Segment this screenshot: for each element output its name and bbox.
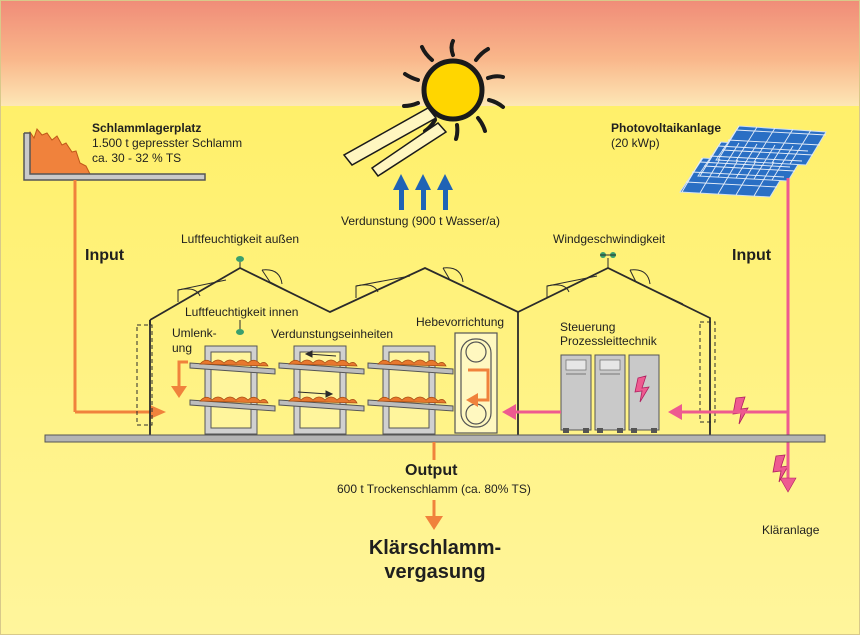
deflection-label-1: Umlenk- (172, 326, 217, 340)
output-title: Output (405, 462, 458, 479)
pv-panels-icon (679, 125, 827, 198)
pv-power: (20 kWp) (611, 136, 660, 150)
output-detail: 600 t Trockenschlamm (ca. 80% TS) (337, 482, 531, 496)
floor-slab (44, 434, 826, 443)
sun-icon (342, 39, 505, 178)
lifting-device-label: Hebevorrichtung (416, 315, 505, 329)
deflection-arrow (171, 360, 188, 398)
roof-vent-arcs (177, 267, 684, 305)
storage-dry-solids: ca. 30 - 32 % TS (92, 151, 182, 165)
control-label-1: Steuerung (560, 320, 616, 334)
deflection-label-2: ung (172, 341, 193, 355)
evaporation-arrows (393, 174, 453, 210)
humidity-outside-label: Luftfeuchtigkeit außen (181, 232, 300, 246)
side-openings (136, 321, 716, 426)
input-flow-left (73, 180, 166, 419)
storage-title: Schlammlagerplatz (92, 121, 202, 135)
control-label-2: Prozessleittechnik (560, 334, 657, 348)
sludge-storage-icon (23, 127, 206, 181)
lifting-device (454, 332, 498, 434)
input-left-label: Input (85, 247, 125, 264)
sewage-plant-label: Kläranlage (762, 523, 820, 537)
drying-racks (189, 345, 454, 435)
control-cabinets (560, 354, 660, 433)
power-flow (502, 178, 797, 493)
destination-line-1: Klärschlamm- (368, 537, 502, 559)
humidity-inside-label: Luftfeuchtigkeit innen (185, 305, 299, 319)
destination-line-2: vergasung (384, 561, 486, 583)
evaporation-units-label: Verdunstungseinheiten (271, 327, 394, 341)
input-right-label: Input (732, 247, 772, 264)
wind-speed-label: Windgeschwindigkeit (553, 232, 666, 246)
output-flow (425, 442, 443, 530)
sensor-icons (236, 252, 616, 335)
storage-amount: 1.500 t gepresster Schlamm (92, 136, 243, 150)
pv-title: Photovoltaikanlage (611, 121, 722, 135)
evaporation-label: Verdunstung (900 t Wasser/a) (341, 214, 500, 228)
